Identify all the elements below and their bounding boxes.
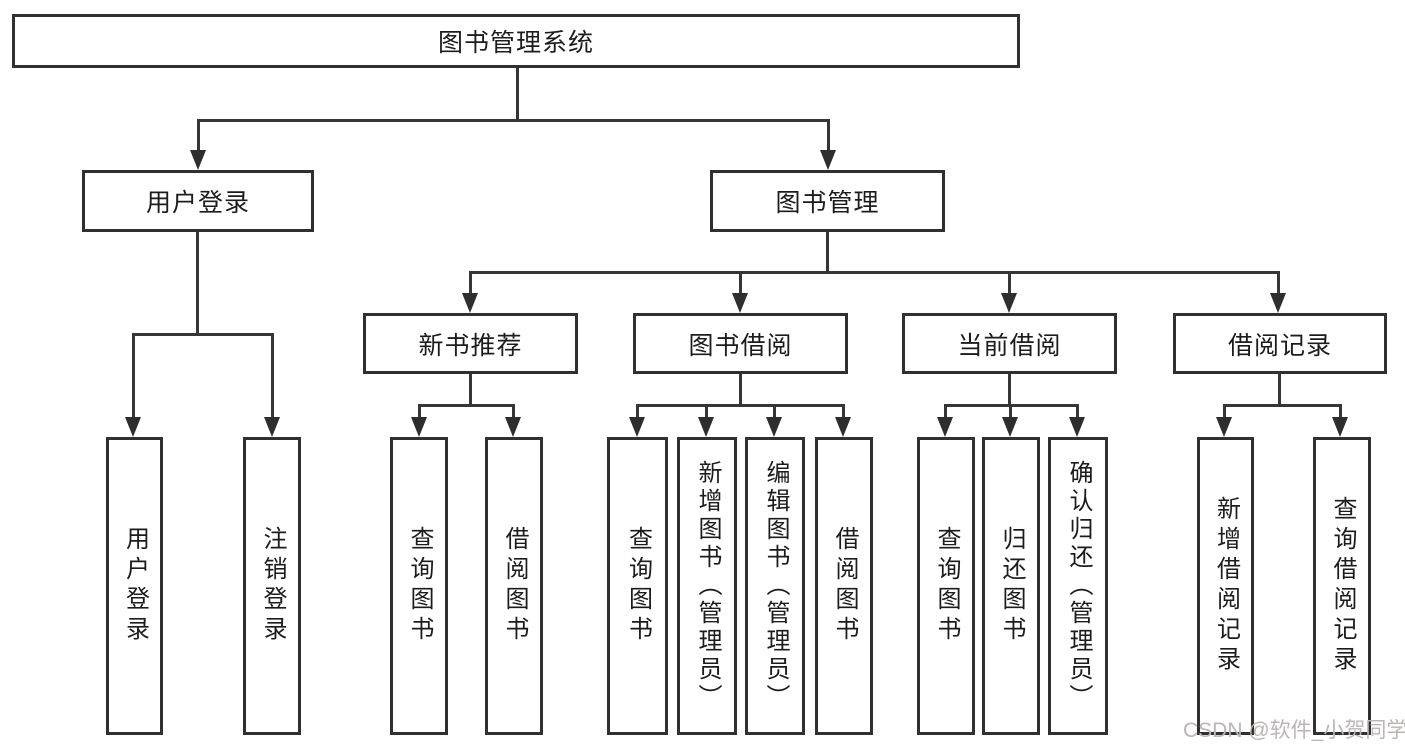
connector-line xyxy=(1008,374,1011,407)
arrowhead-down xyxy=(835,417,851,437)
node-label: 借阅记录 xyxy=(1227,331,1332,360)
connector-line xyxy=(418,404,421,419)
connector-line xyxy=(636,404,845,407)
connector-line xyxy=(271,333,274,419)
node-label: 用户登录 xyxy=(145,189,250,217)
connector-line xyxy=(773,404,776,419)
leaf-label: 借阅图书 xyxy=(831,526,858,646)
connector-line xyxy=(739,374,742,407)
arrowhead-down xyxy=(462,293,478,313)
leaf-query-borrow-record: 查询借阅记录 xyxy=(1313,437,1371,735)
arrowhead-down xyxy=(1001,293,1017,313)
leaf-label: 编辑图书（管理员） xyxy=(762,460,789,712)
node-book-borrowing: 图书借阅 xyxy=(633,313,848,374)
arrowhead-down xyxy=(411,417,427,437)
leaf-logout: 注销登录 xyxy=(243,437,301,735)
connector-line xyxy=(1223,404,1342,407)
arrowhead-down xyxy=(937,417,953,437)
connector-line xyxy=(469,374,472,407)
connector-line xyxy=(705,404,708,419)
leaf-label: 查询图书 xyxy=(406,526,433,646)
leaf-label: 查询图书 xyxy=(933,526,960,646)
connector-line xyxy=(469,271,1280,274)
leaf-label: 查询图书 xyxy=(624,526,652,646)
arrowhead-down xyxy=(732,293,748,313)
node-borrowing-records: 借阅记录 xyxy=(1173,313,1387,374)
node-label: 新书推荐 xyxy=(418,331,523,360)
leaf-label: 新增图书（管理员） xyxy=(694,460,721,712)
arrowhead-down xyxy=(125,417,141,437)
connector-line xyxy=(636,404,639,419)
leaf-label: 借阅图书 xyxy=(501,526,528,646)
arrowhead-down xyxy=(1069,417,1085,437)
leaf-confirm-return-admin: 确认归还（管理员） xyxy=(1048,437,1108,735)
connector-line xyxy=(512,404,515,419)
arrowhead-down xyxy=(1332,417,1348,437)
leaf-user-login: 用户登录 xyxy=(106,437,163,735)
connector-line xyxy=(1339,404,1342,419)
node-label: 图书借阅 xyxy=(688,331,793,360)
connector-line xyxy=(1008,271,1011,295)
arrowhead-down xyxy=(820,150,836,170)
connector-line xyxy=(842,404,845,419)
node-user-login: 用户登录 xyxy=(82,170,314,232)
arrowhead-down xyxy=(1002,417,1018,437)
connector-line xyxy=(739,271,742,295)
leaf-query-books-2: 查询图书 xyxy=(607,437,668,735)
connector-line xyxy=(469,271,472,295)
leaf-add-book-admin: 新增图书（管理员） xyxy=(677,437,737,735)
leaf-label: 查询借阅记录 xyxy=(1329,496,1356,676)
csdn-watermark: CSDN @软件_小贺同学 xyxy=(1183,719,1405,742)
leaf-label: 用户登录 xyxy=(121,526,149,646)
connector-line xyxy=(197,119,200,152)
node-label: 图书管理 xyxy=(775,189,880,217)
leaf-query-books-1: 查询图书 xyxy=(390,437,448,735)
leaf-label: 确认归还（管理员） xyxy=(1065,460,1092,712)
leaf-borrow-books-2: 借阅图书 xyxy=(815,437,873,735)
arrowhead-down xyxy=(766,417,782,437)
leaf-query-books-3: 查询图书 xyxy=(917,437,975,735)
connector-line xyxy=(1223,404,1226,419)
connector-line xyxy=(944,404,947,419)
connector-line xyxy=(1076,404,1079,419)
arrowhead-down xyxy=(264,417,280,437)
connector-line xyxy=(418,404,515,407)
connector-line xyxy=(1277,271,1280,295)
arrowhead-down xyxy=(698,417,714,437)
node-label: 图书管理系统 xyxy=(437,29,594,57)
connector-line xyxy=(196,232,199,336)
arrowhead-down xyxy=(629,417,645,437)
leaf-label: 归还图书 xyxy=(998,526,1025,646)
connector-line xyxy=(1278,374,1281,407)
leaf-borrow-books-1: 借阅图书 xyxy=(485,437,543,735)
connector-line xyxy=(826,232,829,274)
node-library-management-system: 图书管理系统 xyxy=(12,14,1020,68)
connector-line xyxy=(132,333,135,419)
node-book-management: 图书管理 xyxy=(710,170,945,232)
leaf-label: 注销登录 xyxy=(259,526,286,646)
node-new-book-recommendation: 新书推荐 xyxy=(363,313,578,374)
node-current-borrowing: 当前借阅 xyxy=(902,313,1117,374)
leaf-add-borrow-record: 新增借阅记录 xyxy=(1197,437,1254,735)
leaf-return-books: 归还图书 xyxy=(982,437,1040,735)
arrowhead-down xyxy=(505,417,521,437)
connector-line xyxy=(827,119,830,152)
leaf-label: 新增借阅记录 xyxy=(1212,496,1240,676)
arrowhead-down xyxy=(1270,293,1286,313)
arrowhead-down xyxy=(1216,417,1232,437)
connector-line xyxy=(1009,404,1012,419)
leaf-edit-book-admin: 编辑图书（管理员） xyxy=(745,437,805,735)
connector-line xyxy=(132,333,274,336)
connector-line xyxy=(516,68,519,121)
arrowhead-down xyxy=(190,150,206,170)
node-label: 当前借阅 xyxy=(957,331,1062,360)
connector-line xyxy=(197,119,830,122)
